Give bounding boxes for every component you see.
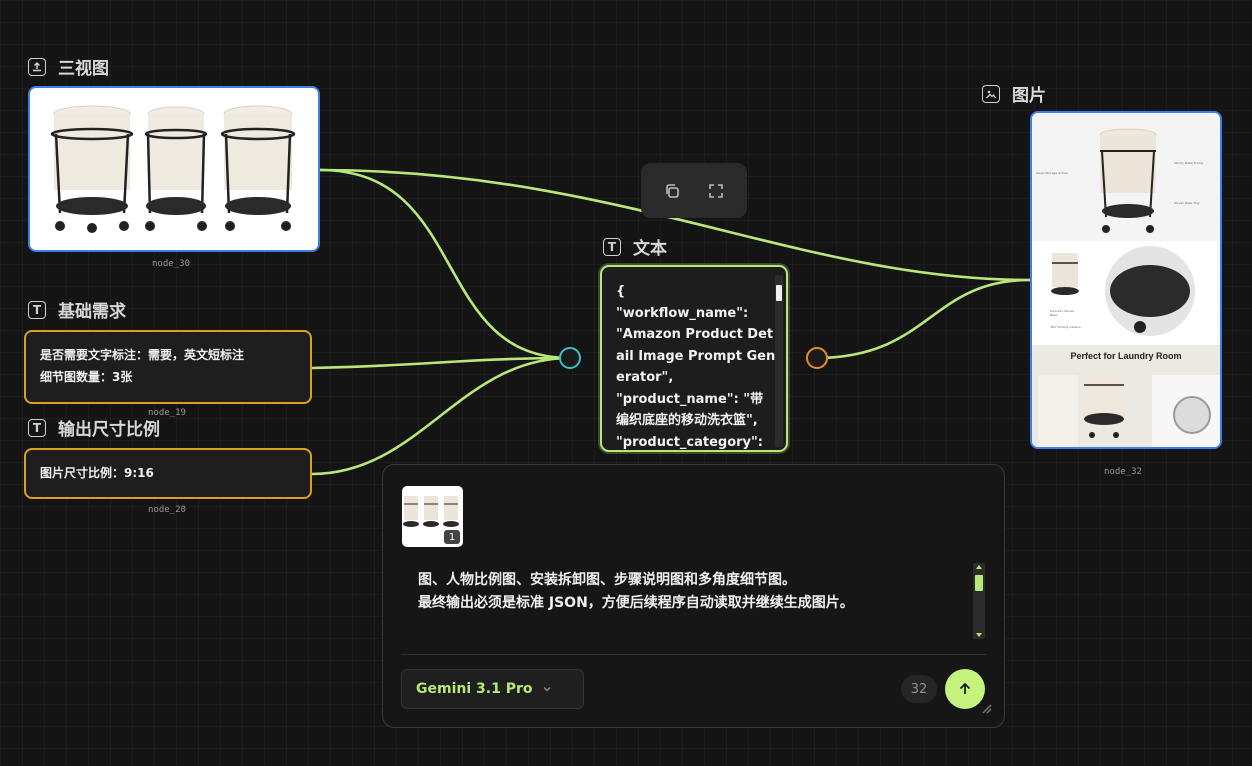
three-view-image-card[interactable]	[28, 86, 320, 252]
annotation-tray: Woven Base Tray	[1174, 201, 1200, 205]
image-icon	[982, 84, 1000, 103]
output-port[interactable]	[806, 347, 828, 369]
image-node-id: node_32	[1104, 467, 1142, 477]
base-req-line-2: 细节图数量：3张	[40, 370, 133, 384]
prompt-line-1: 图、人物比例图、安装拆卸图、步骤说明图和多角度细节图。	[418, 572, 796, 588]
base-req-node-title: T 基础需求	[28, 297, 126, 322]
prompt-panel: 1 图、人物比例图、安装拆卸图、步骤说明图和多角度细节图。 最终输出必须是标准 …	[382, 464, 1005, 728]
json-text-content: { "workflow_name": "Amazon Product Detai…	[616, 284, 776, 450]
base-req-node[interactable]: 是否需要文字标注：需要，英文短标注 细节图数量：3张	[24, 330, 312, 404]
model-select[interactable]: Gemini 3.1 Pro	[401, 669, 584, 709]
json-text-node[interactable]: { "workflow_name": "Amazon Product Detai…	[600, 265, 788, 452]
edge-three-view-to-text	[318, 168, 572, 360]
annotation-frame: Sturdy Metal Frame	[1174, 161, 1204, 165]
text-type-icon: T	[28, 300, 46, 319]
json-scrollbar[interactable]	[775, 275, 783, 447]
edge-text-to-image	[814, 278, 1032, 360]
three-view-node-id: node_30	[152, 259, 190, 269]
attachment-thumbnail[interactable]: 1	[402, 486, 463, 547]
three-view-image	[50, 105, 296, 233]
annotation-clean: Clean Storage Actual	[1036, 171, 1068, 175]
node-toolbar	[641, 163, 747, 218]
edge-ratio-to-text	[310, 356, 572, 476]
prompt-line-2: 最终输出必须是标准 JSON，方便后续程序自动读取并继续生成图片。	[418, 595, 854, 611]
edge-base-req-to-text	[310, 356, 572, 370]
input-port[interactable]	[559, 347, 581, 369]
model-select-label: Gemini 3.1 Pro	[416, 681, 533, 697]
image-banner-text: Perfect for Laundry Room	[1070, 351, 1182, 361]
copy-icon	[666, 183, 679, 198]
image-node-title: 图片	[982, 81, 1046, 106]
text-node-title: T 文本	[603, 234, 667, 259]
expand-icon	[709, 183, 723, 198]
resize-handle-icon[interactable]	[981, 703, 993, 715]
three-view-node-title: 三视图	[28, 54, 109, 79]
output-ratio-node-id: node_20	[148, 505, 186, 515]
copy-button[interactable]	[661, 180, 683, 202]
output-ratio-node[interactable]: 图片尺寸比例：9:16	[24, 448, 312, 499]
output-ratio-node-title: T 输出尺寸比例	[28, 415, 160, 440]
base-req-line-1: 是否需要文字标注：需要，英文短标注	[40, 348, 245, 362]
chevron-down-icon	[543, 687, 551, 692]
thumbnail-image	[403, 496, 459, 527]
text-type-icon: T	[603, 237, 621, 256]
panel-divider	[401, 654, 987, 655]
text-type-icon: T	[28, 418, 46, 437]
edge-three-view-to-image	[318, 168, 1032, 282]
arrow-up-icon	[959, 682, 971, 694]
annotation-casters: 360° Rolling Casters	[1050, 325, 1081, 329]
send-button[interactable]	[945, 669, 985, 709]
prompt-text[interactable]: 图、人物比例图、安装拆卸图、步骤说明图和多角度细节图。 最终输出必须是标准 JS…	[418, 569, 963, 615]
image-result-card[interactable]: Clean Storage Actual Sturdy Metal Frame …	[1030, 111, 1222, 449]
result-image	[1032, 113, 1220, 447]
annotation-woven: Premium Woven Base	[1050, 309, 1075, 317]
prompt-scrollbar[interactable]	[973, 563, 985, 639]
output-ratio-text: 图片尺寸比例：9:16	[40, 466, 154, 480]
expand-button[interactable]	[705, 180, 727, 202]
upload-icon	[28, 57, 46, 76]
base-req-node-id: node_19	[148, 408, 186, 418]
thumbnail-count-badge: 1	[444, 530, 460, 544]
token-count-badge: 32	[901, 675, 937, 703]
